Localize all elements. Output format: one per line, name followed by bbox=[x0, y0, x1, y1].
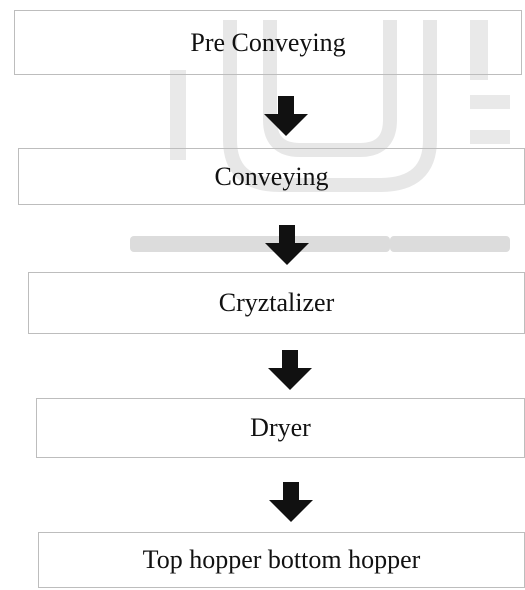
step-box-hopper: Top hopper bottom hopper bbox=[38, 532, 525, 588]
step-box-dryer: Dryer bbox=[36, 398, 525, 458]
step-label: Pre Conveying bbox=[190, 27, 346, 57]
step-label: Top hopper bottom hopper bbox=[142, 545, 421, 574]
step-box-conveying: Conveying bbox=[18, 148, 525, 205]
down-arrow-icon bbox=[264, 96, 308, 136]
step-label: Dryer bbox=[250, 413, 311, 442]
step-box-cryztalizer: Cryztalizer bbox=[28, 272, 525, 334]
step-box-pre-conveying: Pre Conveying bbox=[14, 10, 522, 75]
step-label: Conveying bbox=[214, 161, 329, 191]
down-arrow-icon bbox=[269, 482, 313, 522]
down-arrow-icon bbox=[265, 225, 309, 265]
step-label: Cryztalizer bbox=[218, 288, 335, 317]
down-arrow-icon bbox=[268, 350, 312, 390]
